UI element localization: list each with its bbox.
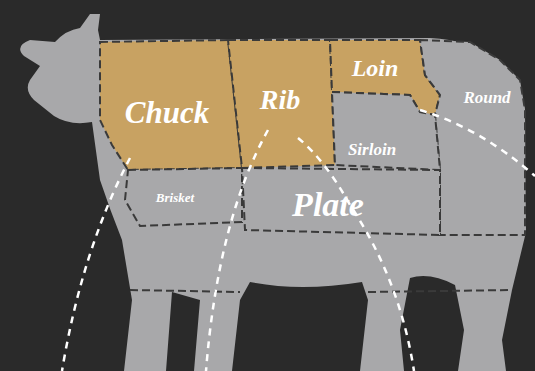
beef-cut-region: Sirloin — [332, 92, 440, 170]
knee-cut-line — [130, 290, 512, 292]
cut-outline — [125, 168, 242, 226]
cut-outline — [100, 40, 242, 170]
beef-cut-region: Rib — [228, 40, 335, 168]
beef-cut-region: Plate — [242, 168, 440, 235]
cut-name: Sirloin — [348, 140, 396, 160]
cut-name: Brisket — [156, 190, 194, 206]
cut-name: Plate — [292, 186, 364, 224]
beef-cut-region: Chuck — [100, 40, 242, 170]
cut-outline — [332, 92, 440, 170]
cut-outline — [228, 40, 335, 168]
cut-outline — [242, 168, 440, 235]
cut-name: Chuck — [125, 95, 209, 131]
cut-name: Loin — [352, 55, 399, 82]
cut-name: Round — [463, 88, 510, 108]
beef-cut-region: Brisket — [125, 168, 242, 226]
leader-line — [62, 158, 130, 371]
cut-name: Rib — [260, 84, 300, 116]
cow-silhouette — [20, 14, 526, 371]
